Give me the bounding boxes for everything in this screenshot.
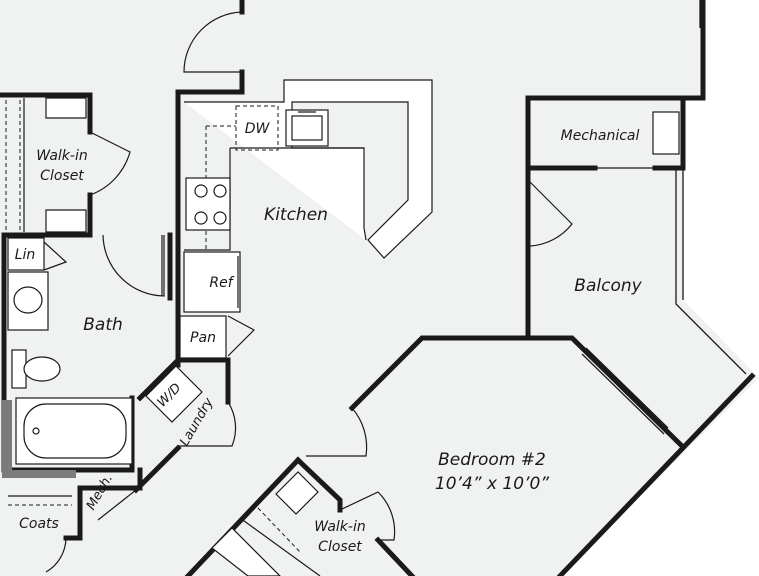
wall-laundry-diag [136,356,182,402]
balcony-label: Balcony [574,276,642,296]
closet-2-rod [257,507,301,553]
dishwasher-label: DW [245,121,271,137]
balcony-window [581,353,665,435]
wall-mech-lower [63,467,143,541]
door-balcony [529,181,573,247]
linen-door [43,241,68,271]
wall-closet2-right [294,456,343,513]
linen-label: Lin [15,247,36,263]
door-coats [45,537,67,573]
door-entry [183,11,243,73]
wall-mech-diag [132,444,182,494]
grey-wall-segment-b [2,470,76,478]
exterior-region-right [683,0,759,378]
wall-entry-lower [175,69,245,368]
pantry [179,315,227,359]
wall-closet2-top [184,456,302,576]
burner-4 [213,211,227,225]
wall-closet-left-lower [5,192,93,238]
bedroom-2-size: 10’4” x 10’0” [435,474,549,494]
vanity-sink [13,286,43,314]
bath-label: Bath [83,315,123,335]
door-pantry [227,315,255,357]
dishwasher [235,105,279,151]
pantry-label: Pan [190,330,216,346]
wall-laundry [175,357,231,405]
burner-3 [194,211,208,225]
balcony-window-b [585,347,669,429]
bathtub-drain [32,427,40,435]
closet-1-shelf-b [45,209,87,233]
linen-closet [7,237,45,271]
walk-in-closet-1-label-b: Closet [40,168,84,184]
grey-wall-segment [2,400,12,476]
mechanical-label: Mechanical [561,128,640,144]
kitchen-label: Kitchen [264,205,328,225]
refrigerator-label: Ref [209,275,234,291]
wall-right-top [525,0,706,341]
coats-label: Coats [19,516,59,532]
wall-closet-left [0,92,93,135]
closet-2-wall-inner [239,517,321,576]
wall-bedroom-top [525,335,686,450]
closet-2-shelf [275,471,319,515]
refrigerator [183,251,241,313]
door-bedroom [306,407,368,457]
wall-bedroom-right [556,372,756,576]
walk-in-closet-2-label-b: Closet [318,539,362,555]
walk-in-closet-2-label: Walk-in [314,519,365,535]
bath-2-tub [211,527,281,576]
wall-bedroom-top-left [348,335,531,412]
door-mech-small [97,489,137,521]
toilet-bowl [23,356,61,382]
door-laundry [178,401,237,447]
walk-in-closet-1-label: Walk-in [36,148,87,164]
kitchen-sink-basin [291,115,323,141]
door-closet-1 [89,131,131,196]
balcony-area [530,168,752,444]
bedroom-2-label: Bedroom #2 [438,450,546,470]
burner-2 [213,184,227,198]
burner-1 [194,184,208,198]
bathtub-inner [23,403,127,459]
balcony-railing [675,168,747,375]
mechanical-unit [652,111,680,155]
wall-closet2-right-lower [374,536,416,576]
closet-1-shelf [45,97,87,119]
door-bath [102,234,165,297]
door-closet-2 [339,491,396,541]
washer-dryer-unit [145,365,203,423]
